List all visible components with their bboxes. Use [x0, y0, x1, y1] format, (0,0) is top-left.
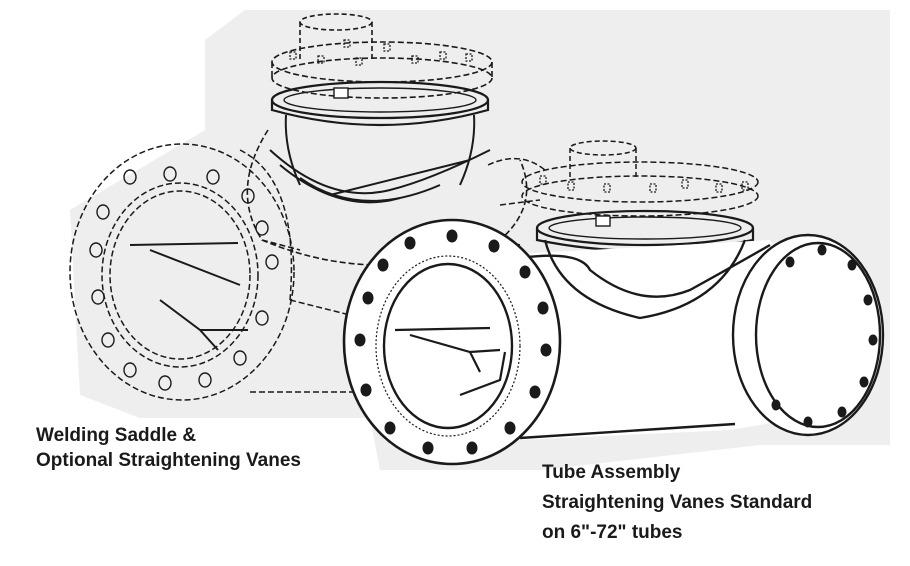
tube-assembly — [342, 218, 885, 466]
bolt-hole — [377, 258, 389, 272]
front-flange-ring — [375, 255, 521, 437]
bolt-hole — [837, 406, 847, 418]
right-flange-top — [521, 161, 759, 203]
right-end-flange — [731, 233, 885, 437]
upper-cap-top — [299, 13, 373, 31]
bolt-hole — [859, 376, 869, 388]
right-cap — [569, 148, 637, 180]
saddle-flange-ring-inner — [109, 190, 251, 360]
saddle-vanes — [129, 242, 248, 351]
upper-flange-side — [271, 62, 493, 78]
bolt-hole — [355, 57, 363, 66]
bolt-hole — [439, 51, 447, 60]
bolt-hole — [265, 254, 279, 270]
tube-label-line2: Straightening Vanes Standard — [542, 492, 813, 513]
bolt-hole — [537, 301, 549, 315]
bolt-hole — [384, 421, 396, 435]
right-flange-bottom — [521, 175, 759, 217]
front-flange-bore — [382, 262, 514, 430]
right-cap-top — [569, 140, 637, 156]
welding-saddle-label: Welding Saddle & Optional Straightening … — [36, 423, 301, 473]
bolt-hole — [289, 51, 297, 60]
bolt-hole — [868, 334, 878, 346]
tube-assembly-label: Tube Assembly Straightening Vanes Standa… — [542, 458, 812, 548]
upper-vanes — [269, 149, 491, 204]
right-end-flange-face — [754, 241, 882, 429]
bolt-hole — [255, 220, 269, 236]
bolt-hole — [771, 399, 781, 411]
saddle-flange-outer — [69, 143, 295, 401]
bolt-hole — [206, 169, 220, 185]
saddle-bolt-holes — [89, 166, 279, 391]
saddle-label-line1: Welding Saddle & — [36, 425, 197, 446]
bolt-hole — [163, 166, 177, 182]
bolt-hole — [540, 343, 552, 357]
bolt-hole — [158, 375, 172, 391]
upper-bolt-holes — [289, 39, 473, 66]
bolt-hole — [198, 372, 212, 388]
bolt-hole — [354, 333, 366, 347]
bolt-hole — [241, 188, 255, 204]
bolt-hole — [519, 265, 531, 279]
bolt-hole — [233, 350, 247, 366]
bolt-hole — [504, 421, 516, 435]
bolt-hole — [411, 55, 419, 64]
right-mount-flange-inner — [548, 216, 742, 240]
bolt-hole — [360, 383, 372, 397]
saddle-vane-line — [129, 242, 248, 351]
upper-flange-bottom — [271, 57, 493, 99]
bolt-hole — [383, 43, 391, 52]
upper-mount-flange-edge — [270, 100, 490, 127]
front-flange-bolts — [354, 229, 552, 455]
bolt-hole — [466, 441, 478, 455]
bolt-hole — [446, 229, 458, 243]
bolt-hole — [123, 169, 137, 185]
bolt-hole — [96, 204, 110, 220]
tube-saddle — [543, 239, 747, 320]
bolt-hole — [404, 236, 416, 250]
bolt-hole — [785, 256, 795, 268]
saddle-flange-ring — [101, 182, 259, 368]
right-flange-bolts — [771, 244, 878, 428]
tube-body-line-bottom — [519, 422, 736, 440]
bolt-hole — [89, 242, 103, 258]
upper-mount-flange-inner — [283, 87, 477, 113]
tube-body-top — [500, 240, 790, 440]
bolt-hole — [101, 332, 115, 348]
bolt-hole — [422, 441, 434, 455]
bolt-hole — [529, 385, 541, 399]
bolt-hole — [91, 289, 105, 305]
bolt-hole — [847, 259, 857, 271]
bolt-hole — [817, 244, 827, 256]
upper-tag — [333, 87, 349, 99]
bolt-hole — [362, 291, 374, 305]
bolt-hole — [863, 294, 873, 306]
bolt-hole — [255, 310, 269, 326]
front-vanes — [394, 326, 507, 397]
bolt-hole — [123, 362, 137, 378]
right-link — [487, 157, 546, 206]
welding-saddle — [69, 143, 420, 401]
bolt-hole — [317, 55, 325, 64]
bolt-hole — [343, 39, 351, 48]
tube-label-line1: Tube Assembly — [542, 462, 681, 483]
saddle-label-line2: Optional Straightening Vanes — [36, 450, 301, 471]
right-tag — [595, 215, 611, 227]
tube-label-line3: on 6"-72" tubes — [542, 522, 683, 543]
bolt-hole — [465, 53, 473, 62]
bolt-hole — [488, 239, 500, 253]
bolt-hole — [803, 416, 813, 428]
